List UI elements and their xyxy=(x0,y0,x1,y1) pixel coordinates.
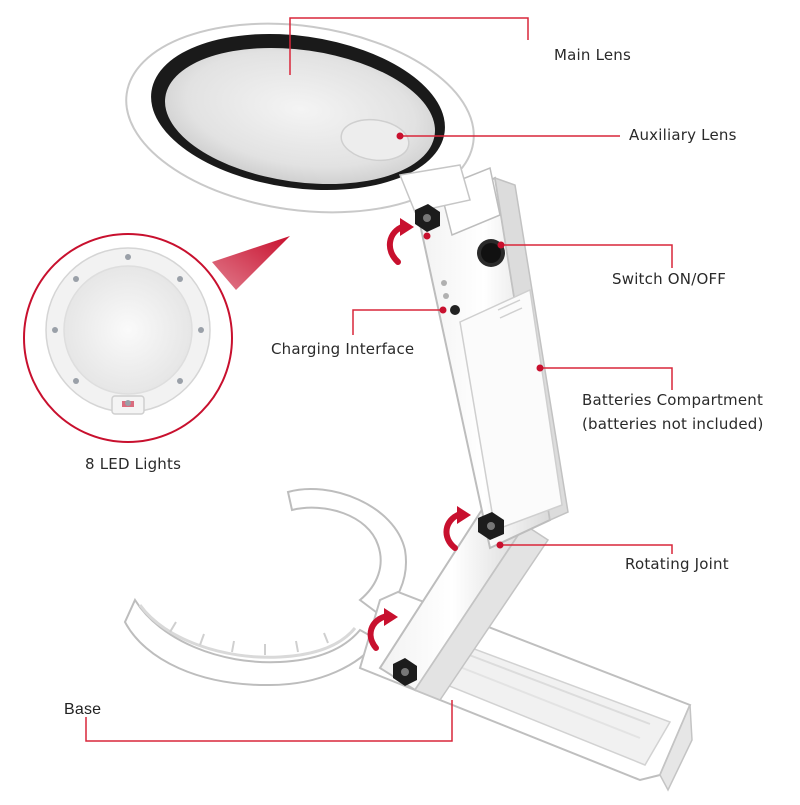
lower-arm xyxy=(378,503,550,701)
rotate-arrow-icon xyxy=(443,506,471,551)
leader-rotating-joint xyxy=(500,544,673,554)
label-base: Base xyxy=(64,701,102,718)
label-led-lights: 8 LED Lights xyxy=(85,455,182,473)
led-beam xyxy=(212,236,290,290)
led-detail-inset xyxy=(23,233,290,443)
label-charging-interface: Charging Interface xyxy=(271,340,415,358)
battery-arm xyxy=(416,166,569,550)
hex-knob-icon xyxy=(393,658,417,686)
charging-port xyxy=(441,280,460,315)
label-batteries-line2: (batteries not included) xyxy=(582,415,764,433)
label-batteries-line1: Batteries Compartment xyxy=(582,391,764,409)
leader-switch xyxy=(501,244,673,268)
callout-dots xyxy=(396,132,544,549)
label-rotating-joint: Rotating Joint xyxy=(625,555,729,573)
label-main-lens: Main Lens xyxy=(554,46,632,64)
label-auxiliary-lens: Auxiliary Lens xyxy=(629,126,737,144)
auxiliary-lens-glass xyxy=(340,118,410,162)
battery-compartment-cover xyxy=(459,288,563,532)
callout-lines xyxy=(85,17,673,742)
hex-knob-icon xyxy=(415,204,440,232)
rotate-arrow-icon xyxy=(386,218,414,265)
lens-head xyxy=(125,22,475,214)
leader-batteries xyxy=(540,367,673,390)
hex-knob-icon xyxy=(478,512,504,540)
leader-base xyxy=(85,700,453,742)
leader-main-lens xyxy=(289,17,529,75)
label-switch: Switch ON/OFF xyxy=(612,270,727,288)
rotate-arrow-icon xyxy=(367,608,398,651)
leader-charging xyxy=(352,309,443,335)
led-dot-icon xyxy=(52,254,204,406)
